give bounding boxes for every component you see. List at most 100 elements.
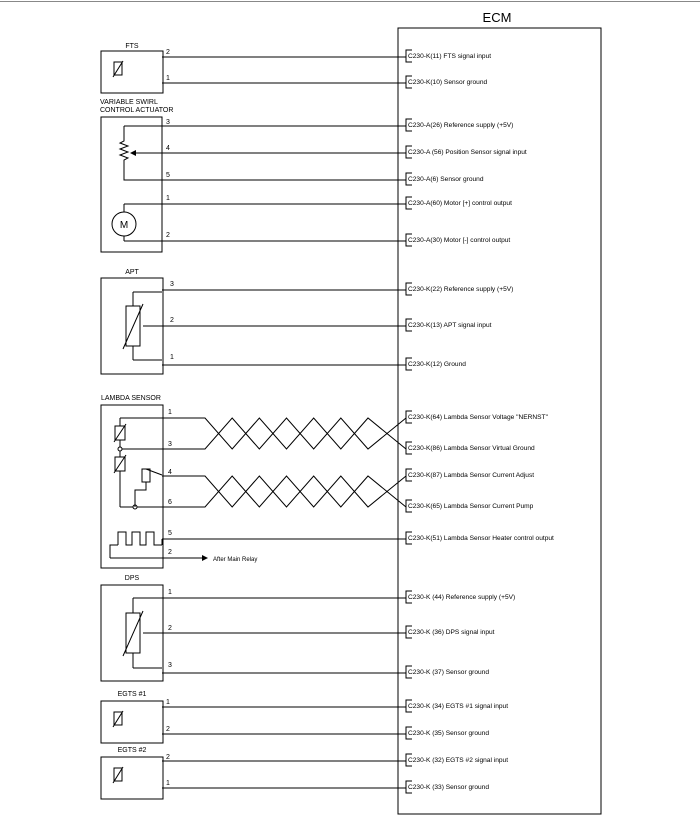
ecm-pin-bracket-17: [405, 665, 412, 679]
vsca-label-2: CONTROL ACTUATOR: [100, 107, 173, 114]
ecm-pin-label-5: C230-A(60) Motor [+] control output: [408, 200, 512, 207]
twisted-pair-nernst-b: [162, 417, 407, 450]
twisted-pair-pump-a: [162, 475, 407, 508]
fts-box: [100, 50, 164, 94]
twisted-pair-wires: [162, 417, 407, 508]
ecm-pin-bracket-7: [405, 282, 412, 296]
egts1-label: EGTS #1: [118, 691, 147, 698]
egts2-label: EGTS #2: [118, 747, 147, 754]
ecm-pin-bracket-10: [405, 410, 412, 424]
ecm-pin-label-2: C230-A(26) Reference supply (+5V): [408, 122, 513, 129]
dps-pin-3: 3: [168, 662, 172, 669]
ecm-pin-bracket-14: [405, 531, 412, 545]
ecm-pin-bracket-6: [405, 233, 412, 247]
ecm-pin-bracket-0: [405, 49, 412, 63]
ecm-pin-bracket-16: [405, 625, 412, 639]
egts1-sensor-icon: [112, 710, 124, 728]
fts-component: FTS 2 1: [100, 43, 170, 94]
fts-pin-2: 2: [166, 49, 170, 56]
egts1-box: [100, 700, 164, 744]
twisted-pair-nernst-a: [162, 417, 407, 450]
ecm-pin-bracket-19: [405, 726, 412, 740]
dps-pin-1: 1: [168, 589, 172, 596]
ecm-pin-label-6: C230-A(30) Motor [-] control output: [408, 237, 510, 244]
apt-component: APT 3 2 1: [100, 269, 174, 375]
apt-sensor-icon: [122, 291, 162, 361]
vsca-box: [100, 116, 163, 253]
relay-text: After Main Relay: [213, 557, 257, 563]
apt-pin-1: 1: [170, 354, 174, 361]
egts2-box: [100, 756, 164, 800]
ecm-pin-label-21: C230-K (33) Sensor ground: [408, 784, 489, 791]
heater-icon: [109, 531, 163, 558]
lambda-pin-1: 1: [168, 409, 172, 416]
egts2-sensor-icon: [112, 766, 124, 784]
ecm-pin-label-1: C230-K(10) Sensor ground: [408, 79, 488, 86]
vsca-pin-5: 5: [166, 172, 170, 179]
dps-label: DPS: [125, 575, 140, 582]
apt-label: APT: [125, 269, 139, 276]
nernst-cell-icon: [113, 417, 162, 457]
vsca-label-1: VARIABLE SWIRL: [100, 99, 158, 106]
lambda-label: LAMBDA SENSOR: [101, 395, 161, 402]
ecm-pin-bracket-20: [405, 753, 412, 767]
ecm-pin-bracket-4: [405, 172, 412, 186]
ecm-pin-label-10: C230-K(64) Lambda Sensor Voltage "NERNST…: [408, 414, 549, 421]
ecm-pin-label-3: C230-A (56) Position Sensor signal input: [408, 149, 527, 156]
ecm-pin-label-17: C230-K (37) Sensor ground: [408, 669, 489, 676]
apt-pin-3: 3: [170, 281, 174, 288]
lambda-pin-4: 4: [168, 469, 172, 476]
motor-symbol: M: [120, 220, 128, 231]
fts-sensor-icon: [112, 60, 124, 78]
pump-cell-icon: [113, 454, 162, 510]
egts2-component: EGTS #2 2 1: [100, 747, 170, 800]
ecm-pin-bracket-11: [405, 441, 412, 455]
ecm-pin-label-16: C230-K (36) DPS signal input: [408, 629, 495, 636]
egts1-pin-2: 2: [166, 726, 170, 733]
ecm-pin-bracket-2: [405, 118, 412, 132]
dps-component: DPS 1 2 3: [100, 575, 172, 682]
ecm-pin-label-14: C230-K(51) Lambda Sensor Heater control …: [408, 535, 554, 542]
apt-pin-2: 2: [170, 317, 174, 324]
vsca-pin-1: 1: [166, 195, 170, 202]
ecm-pin-bracket-15: [405, 590, 412, 604]
egts2-pin-1: 1: [166, 780, 170, 787]
ecm-pin-label-7: C230-K(22) Reference supply (+5V): [408, 286, 513, 293]
lambda-pin-2: 2: [168, 549, 172, 556]
ecm-pin-label-8: C230-K(13) APT signal input: [408, 322, 492, 329]
egts1-component: EGTS #1 1 2: [100, 691, 170, 744]
ecm-pin-label-11: C230-K(86) Lambda Sensor Virtual Ground: [408, 445, 535, 452]
egts1-pin-1: 1: [166, 699, 170, 706]
lambda-pin-6: 6: [168, 499, 172, 506]
adjust-resistor-icon: [134, 468, 163, 507]
vsca-pin-2: 2: [166, 232, 170, 239]
ecm-pin-bracket-13: [405, 499, 412, 513]
ecm-pin-label-9: C230-K(12) Ground: [408, 361, 466, 368]
ecm-title: ECM: [483, 10, 512, 25]
ecm-box: [397, 27, 602, 815]
ecm-pin-label-4: C230-A(6) Sensor ground: [408, 176, 484, 183]
ecm-pin-label-13: C230-K(65) Lambda Sensor Current Pump: [408, 503, 534, 510]
ecm-pin-label-15: C230-K (44) Reference supply (+5V): [408, 594, 515, 601]
motor-icon: M: [111, 203, 162, 242]
dps-pin-2: 2: [168, 625, 172, 632]
ecm-connection-wires: [162, 56, 406, 789]
ecm-pin-bracket-3: [405, 145, 412, 159]
lambda-pin-3: 3: [168, 441, 172, 448]
ecm-pin-label-18: C230-K (34) EGTS #1 signal input: [408, 703, 508, 710]
vsca-pin-4: 4: [166, 145, 170, 152]
vsca-component: VARIABLE SWIRL CONTROL ACTUATOR M 3 4 5 …: [100, 99, 173, 253]
lambda-component: LAMBDA SENSOR After: [100, 395, 257, 569]
egts2-pin-2: 2: [166, 754, 170, 761]
fts-label: FTS: [125, 43, 139, 50]
ecm-pin-bracket-21: [405, 780, 412, 794]
dps-sensor-icon: [122, 597, 162, 669]
twisted-pair-pump-b: [162, 475, 407, 508]
ecm-pin-label-12: C230-K(87) Lambda Sensor Current Adjust: [408, 472, 534, 479]
ecm-pin-label-19: C230-K (35) Sensor ground: [408, 730, 489, 737]
ecm-pin-label-20: C230-K (32) EGTS #2 signal input: [408, 757, 508, 764]
ecm-pin-bracket-12: [405, 468, 412, 482]
